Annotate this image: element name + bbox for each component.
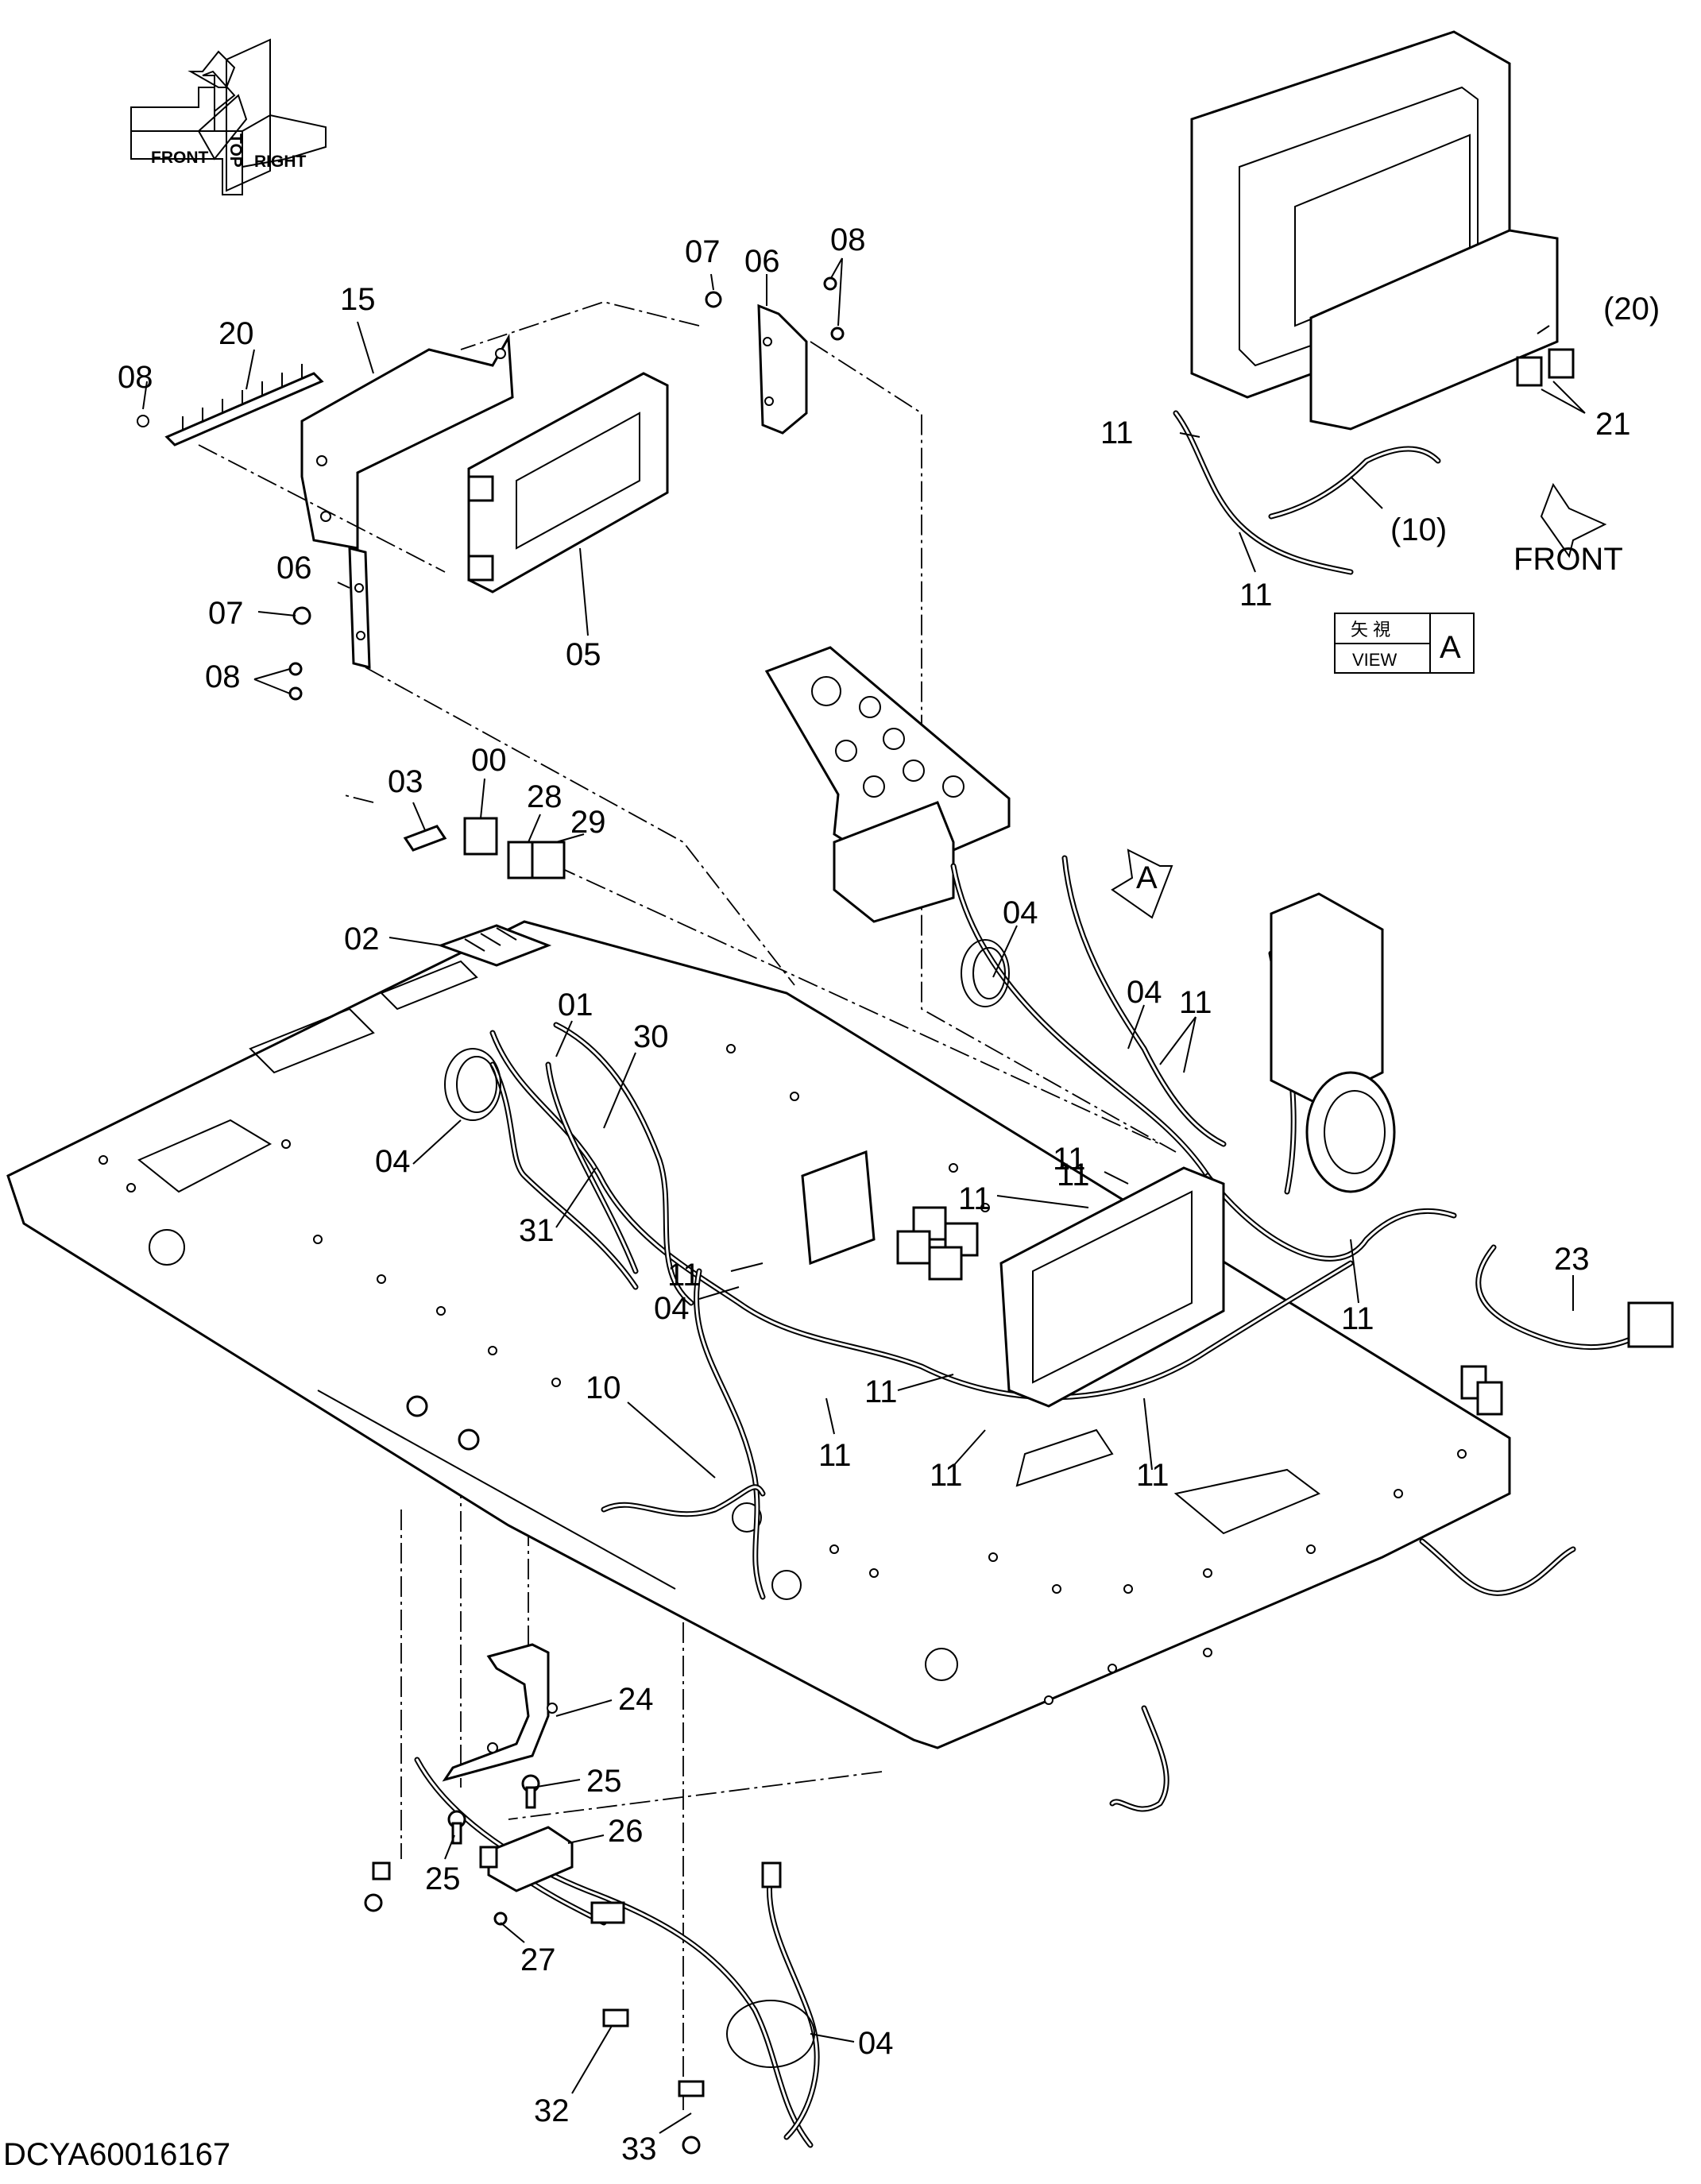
orientation-top-label: TOP [226, 133, 245, 168]
callout-30: 30 [633, 1019, 669, 1054]
switch-panel-parts [403, 817, 566, 967]
callout-11: 11 [930, 1458, 963, 1493]
view-box-letter: A [1440, 630, 1461, 665]
callout-03: 03 [388, 764, 423, 799]
callout-32: 32 [534, 2093, 570, 2128]
bolt-icons [288, 276, 845, 701]
speaker-part [1270, 892, 1396, 1193]
view-a-direction-arrow [1111, 848, 1173, 919]
orientation-arrow-icon: FRONT TOP RIGHT [130, 38, 327, 195]
callout-05: 05 [566, 637, 601, 672]
callout-04: 04 [1003, 895, 1038, 930]
callout-10: 10 [586, 1370, 621, 1405]
connector-part-23 [1460, 1301, 1674, 1416]
callout-06: 06 [276, 551, 312, 586]
drawing-id: DCYA60016167 [3, 2137, 231, 2172]
callout-04: 04 [858, 2026, 894, 2061]
view-box-kanji: 矢 視 [1351, 620, 1390, 640]
callout-24: 24 [618, 1682, 654, 1717]
callout-07: 07 [685, 234, 721, 269]
callout-11: 11 [1341, 1301, 1374, 1336]
callout-06: 06 [744, 244, 780, 279]
bracket-part-06-right [757, 303, 808, 435]
callout-11: 11 [1053, 1142, 1086, 1177]
callout-08: 08 [830, 222, 866, 257]
view-a-callout-11: 11 [1239, 578, 1273, 613]
view-box-view: VIEW [1352, 650, 1397, 670]
callout-08: 08 [205, 659, 241, 694]
ecu-box [999, 1166, 1225, 1408]
callout-29: 29 [570, 805, 606, 840]
callout-04: 04 [654, 1291, 690, 1326]
floor-plate [6, 920, 1511, 1749]
view-a-callout-20: (20) [1603, 292, 1660, 327]
view-a-inset [1173, 30, 1607, 575]
callout-11: 11 [958, 1181, 992, 1216]
view-a-arrow-label: A [1136, 860, 1158, 895]
callout-25: 25 [425, 1861, 461, 1896]
callout-01: 01 [558, 988, 593, 1022]
callout-15: 15 [340, 282, 376, 317]
callout-23: 23 [1554, 1242, 1590, 1277]
bracket-part-06-left [348, 547, 371, 669]
callout-labels: 08 20 15 06 07 08 06 07 08 05 03 00 28 2… [118, 222, 1660, 2167]
callout-28: 28 [527, 779, 562, 814]
console-panel [764, 646, 1011, 923]
orientation-front-label: FRONT [151, 149, 208, 167]
leader-lines [142, 257, 1586, 2134]
callout-07: 07 [208, 596, 244, 631]
relay-block [801, 1150, 979, 1281]
view-a-callout-21: 21 [1595, 407, 1631, 442]
callout-02: 02 [344, 922, 380, 957]
callout-11: 11 [667, 1258, 701, 1293]
callout-33: 33 [621, 2132, 657, 2167]
view-a-callout-11: 11 [1100, 416, 1134, 450]
orientation-right-label: RIGHT [254, 153, 307, 171]
callout-00: 00 [471, 743, 507, 778]
bracket-part-20 [137, 364, 324, 446]
lower-harness [364, 1757, 820, 2155]
callout-11: 11 [1179, 985, 1212, 1020]
view-a-front-label: FRONT [1514, 542, 1623, 577]
bracket-part-24 [442, 1643, 558, 1782]
callout-11: 11 [1136, 1458, 1169, 1493]
assembly-lines [198, 301, 1177, 2113]
view-label-box: 矢 視 VIEW A [1334, 613, 1475, 674]
callout-31: 31 [519, 1213, 555, 1248]
view-a-callout-10: (10) [1390, 512, 1447, 547]
callout-20: 20 [218, 316, 254, 351]
callout-11: 11 [1057, 1158, 1090, 1193]
callout-11: 11 [864, 1374, 898, 1409]
bolts-part-25 [447, 1774, 540, 1845]
callout-11: 11 [818, 1438, 852, 1473]
bolt-part-27 [493, 1911, 508, 1926]
plate-part-15 [300, 333, 514, 550]
callout-08: 08 [118, 360, 153, 395]
callout-27: 27 [520, 1942, 556, 1977]
callout-26: 26 [608, 1814, 644, 1849]
callout-04: 04 [375, 1144, 411, 1179]
sensor-part-26 [479, 1826, 574, 1892]
callout-25: 25 [586, 1764, 622, 1799]
callout-04: 04 [1127, 975, 1162, 1010]
controller-part-05 [467, 372, 669, 593]
